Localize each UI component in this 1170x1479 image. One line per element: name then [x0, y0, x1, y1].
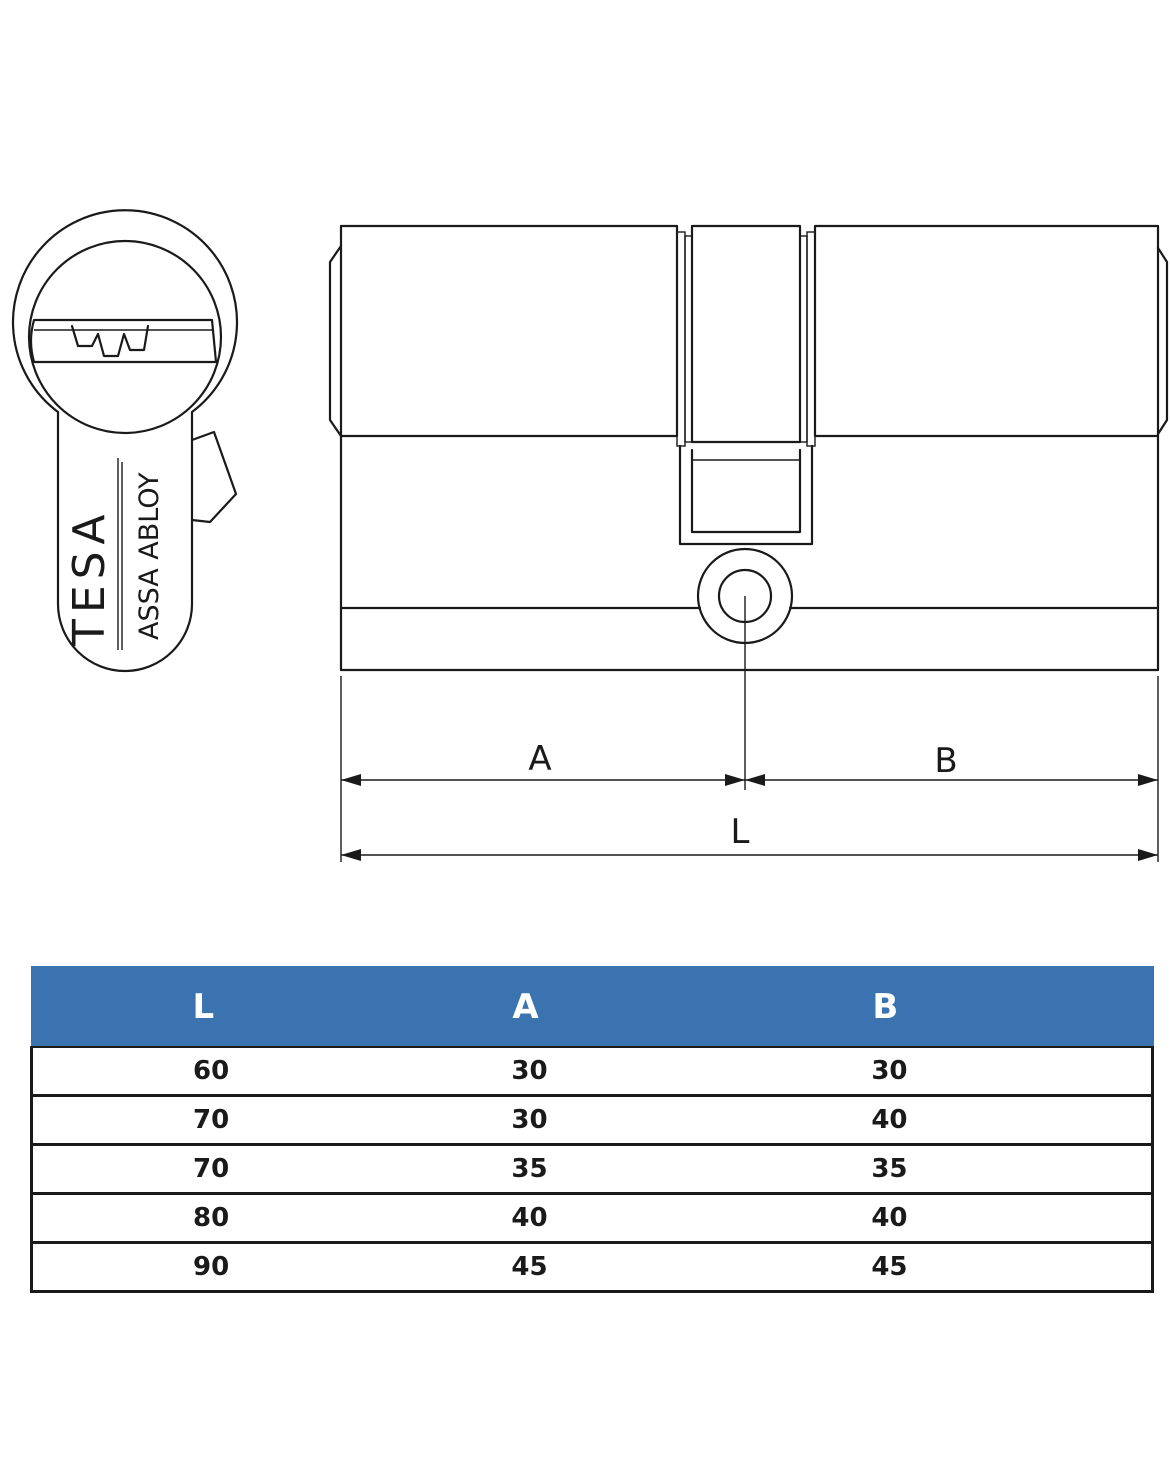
- table-row: 70 35 35: [30, 1144, 1155, 1195]
- cell-b: 35: [771, 1144, 1155, 1195]
- column-header-l: L: [30, 966, 403, 1048]
- cell-b: 45: [771, 1242, 1155, 1293]
- dimension-lines: A B L: [340, 596, 1159, 862]
- dimension-b-label: B: [934, 741, 957, 781]
- table-row: 70 30 40: [30, 1095, 1155, 1146]
- cell-l: 70: [30, 1144, 402, 1195]
- cell-l: 70: [30, 1095, 402, 1146]
- brand-group-text: ASSA ABLOY: [134, 472, 165, 640]
- cell-a: 40: [401, 1193, 772, 1244]
- cell-l: 80: [30, 1193, 402, 1244]
- cell-a: 30: [401, 1095, 772, 1146]
- column-header-a: A: [400, 966, 773, 1048]
- cylinder-front-view: TESA ASSA ABLOY: [11, 209, 239, 673]
- cell-b: 40: [771, 1095, 1155, 1146]
- cell-l: 90: [30, 1242, 402, 1293]
- size-table: L A B 60 30 30 70 30 40 70 35 35 80 40 4…: [30, 966, 1155, 1293]
- table-row: 80 40 40: [30, 1193, 1155, 1244]
- cylinder-side-view: [328, 224, 1169, 672]
- size-table-header-row: L A B: [30, 966, 1154, 1048]
- cell-a: 30: [401, 1047, 772, 1097]
- cell-a: 45: [401, 1242, 772, 1293]
- cell-l: 60: [30, 1047, 402, 1097]
- column-header-b: B: [770, 966, 1154, 1048]
- dimension-l-label: L: [731, 812, 750, 852]
- cylinder-technical-drawing: TESA ASSA ABLOY: [11, 209, 1169, 862]
- table-row: 60 30 30: [30, 1047, 1155, 1097]
- cell-b: 30: [771, 1047, 1155, 1097]
- brand-logo-text: TESA: [64, 508, 115, 647]
- table-row: 90 45 45: [30, 1242, 1155, 1293]
- cell-b: 40: [771, 1193, 1155, 1244]
- cell-a: 35: [401, 1144, 772, 1195]
- dimension-a-label: A: [528, 739, 551, 779]
